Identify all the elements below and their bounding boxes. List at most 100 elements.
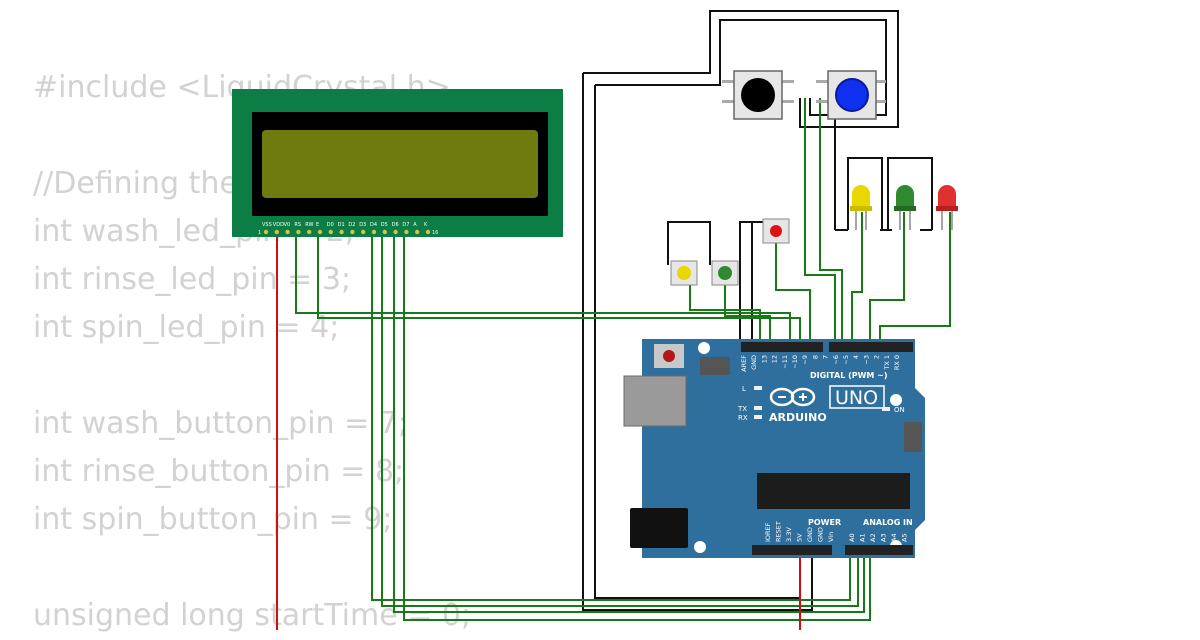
lcd-pin-label: D5 [381,222,388,228]
button-cap-blue[interactable] [835,78,869,112]
reset-button-cap[interactable] [663,350,675,362]
lcd-pin[interactable] [339,229,344,235]
wire-green-lcd-d5 [381,232,859,607]
on-label: ON [894,406,905,414]
lcd-pin[interactable] [361,229,366,235]
code-line: int spin_button_pin = 9; [33,502,393,537]
arduino-pin-label: A2 [869,533,877,542]
wire-green-btn-blue [819,98,843,343]
lcd-pin-label: RS [294,222,301,228]
arduino-pin-label: 3.3V [785,527,793,542]
small-button-red[interactable] [762,218,790,244]
led-yellow[interactable] [850,185,872,230]
arduino-pin-label: 7 [822,355,830,359]
lcd-pin[interactable] [404,229,409,235]
power-jack [630,508,688,548]
small-button-yellow[interactable] [670,260,698,286]
analog-header [845,545,913,555]
arduino-pin-label: ~11 [781,355,789,369]
lcd-pin-label: D3 [359,222,366,228]
lcd-pin[interactable] [328,229,333,235]
lcd-pin[interactable] [382,229,387,235]
small-button-green[interactable] [711,260,739,286]
digital-header-left [741,342,823,352]
code-line: int rinse_button_pin = 8; [33,454,405,489]
arduino-pin-label: TX 1 [883,355,891,371]
lcd-pin-label: D4 [370,222,377,228]
lcd-pin-label: A [413,222,417,228]
lcd-pin[interactable] [307,229,312,235]
arduino-pin-label: A3 [880,533,888,542]
usb-connector [623,375,687,427]
wire-green-led-red [879,212,951,343]
led-label-rx: RX [738,414,748,422]
arduino-pin-label: GND [817,527,825,542]
arduino-pin-label: 8 [811,355,819,359]
wire-green-lcd-d4 [371,232,851,601]
arduino-pin-label: Vin [827,532,835,542]
wire-green-lcd-d7 [403,232,871,621]
code-line: int wash_button_pin = 7; [33,406,408,441]
lcd-pin[interactable] [350,229,355,235]
arduino-pin-label: ~6 [832,355,840,365]
button-cap-black[interactable] [741,78,775,112]
arduino-pin-label: 12 [771,355,779,363]
wire-green-small-red [775,240,811,343]
led-label-l: L [742,385,746,393]
lcd-pin-label: VDD [273,222,284,228]
pushbutton-blue[interactable] [816,70,886,120]
lcd-pin-label: D1 [338,222,345,228]
lcd-pin-label: V0 [284,222,291,228]
icsp-header-left [700,357,730,375]
code-line: //Defining the [33,166,238,201]
lcd-pin-label: E [316,222,319,228]
lcd-pin[interactable] [296,229,301,235]
wire-black-left [582,73,813,611]
lcd-pin-label: K [424,222,428,228]
green-wires [295,98,951,621]
arduino-pin-label: A0 [848,533,856,542]
lcd-screen [262,130,538,198]
arduino-pin-label: ~10 [791,355,799,369]
led-red[interactable] [936,185,958,230]
lcd-pin[interactable] [274,229,279,235]
arduino-pin-label: A5 [901,533,909,542]
wire-black-outer [583,10,899,128]
lcd-pin-label: VSS [262,222,272,228]
arduino-pin-label: RX 0 [893,355,901,370]
led-green[interactable] [894,185,916,230]
lcd-pin-first: 1 [258,230,261,236]
pushbutton-black[interactable] [722,70,794,120]
analog-label: ANALOG IN [863,518,913,527]
lcd-pin-label: D2 [348,222,355,228]
lcd-pin-label: D0 [327,222,334,228]
arduino-pin-label: GND [806,527,814,542]
arduino-pin-label: RESET [775,521,783,542]
lcd-pin-label: D6 [392,222,399,228]
digital-label: DIGITAL (PWM ~) [810,371,888,380]
lcd-pin[interactable] [317,229,323,235]
lcd-pin[interactable] [285,229,290,235]
lcd-pin-label: D7 [402,222,409,228]
arduino-logo-icon [769,387,816,407]
wire-black-inner [595,19,887,116]
lcd-pin[interactable] [393,229,398,235]
arduino-pin-label: ~3 [862,355,870,365]
lcd-pin[interactable] [371,229,377,235]
lcd-pin[interactable] [415,229,420,235]
code-line: int spin_led_pin = 4; [33,310,340,345]
icsp-header-right [904,422,922,452]
red-wires [276,232,801,630]
arduino-brand: ARDUINO [769,411,827,424]
code-line: int rinse_led_pin = 3; [33,262,352,297]
lcd-pin[interactable] [425,229,431,235]
wire-green-small-green [724,280,771,343]
lcd-pin[interactable] [263,229,269,235]
uno-badge [829,385,885,409]
